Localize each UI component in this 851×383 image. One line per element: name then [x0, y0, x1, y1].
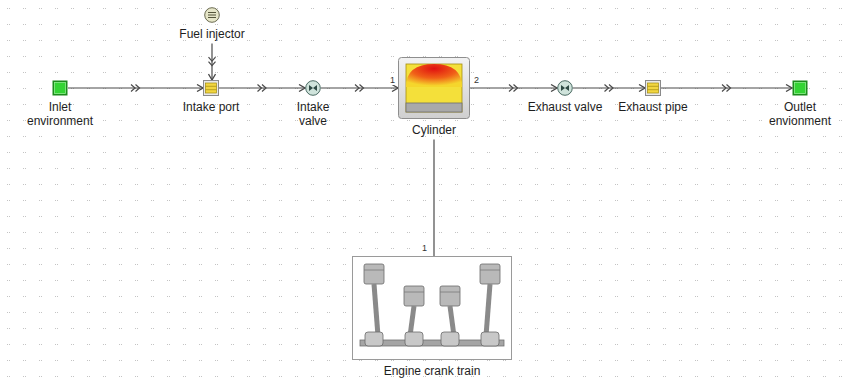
node-icon	[305, 80, 321, 96]
node-label: Exhaust pipe	[618, 100, 687, 114]
valve-icon: Exhaust valve	[515, 80, 615, 114]
node-label: Exhaust valve	[528, 100, 603, 114]
node-label: Intake valve	[285, 100, 341, 129]
node-icon	[792, 80, 808, 96]
injector-icon: Fuel injector	[157, 7, 267, 41]
connector	[219, 87, 305, 88]
pipe-icon: Exhaust pipe	[603, 80, 703, 114]
connector	[321, 87, 398, 88]
node-icon	[398, 57, 470, 119]
connector	[68, 87, 203, 88]
port-number: 1	[389, 76, 396, 85]
port-number: 2	[473, 76, 480, 85]
cylinder-icon: Cylinder	[384, 57, 484, 137]
node-label: Engine crank train	[384, 364, 481, 378]
node-icon	[352, 256, 512, 360]
node-label: Intake port	[183, 100, 240, 114]
pipe-icon: Intake port	[166, 80, 256, 114]
port-number: 1	[421, 244, 428, 253]
node-icon	[645, 80, 661, 96]
node-label: Fuel injector	[179, 27, 244, 41]
connector	[211, 43, 212, 80]
connector	[573, 87, 645, 88]
valve-icon: Intake valve	[285, 80, 341, 129]
node-label: Cylinder	[412, 123, 456, 137]
node-icon	[203, 80, 219, 96]
connector	[661, 87, 792, 88]
crank-train-icon: Engine crank train	[347, 256, 517, 378]
node-icon	[557, 80, 573, 96]
node-label: Outlet envionment	[760, 100, 840, 129]
connector	[470, 87, 557, 88]
environment-icon: Outlet envionment	[760, 80, 840, 129]
node-icon	[52, 80, 68, 96]
connector	[433, 139, 434, 256]
node-label: Inlet environment	[15, 100, 105, 129]
environment-icon: Inlet environment	[15, 80, 105, 129]
node-icon	[204, 7, 220, 23]
